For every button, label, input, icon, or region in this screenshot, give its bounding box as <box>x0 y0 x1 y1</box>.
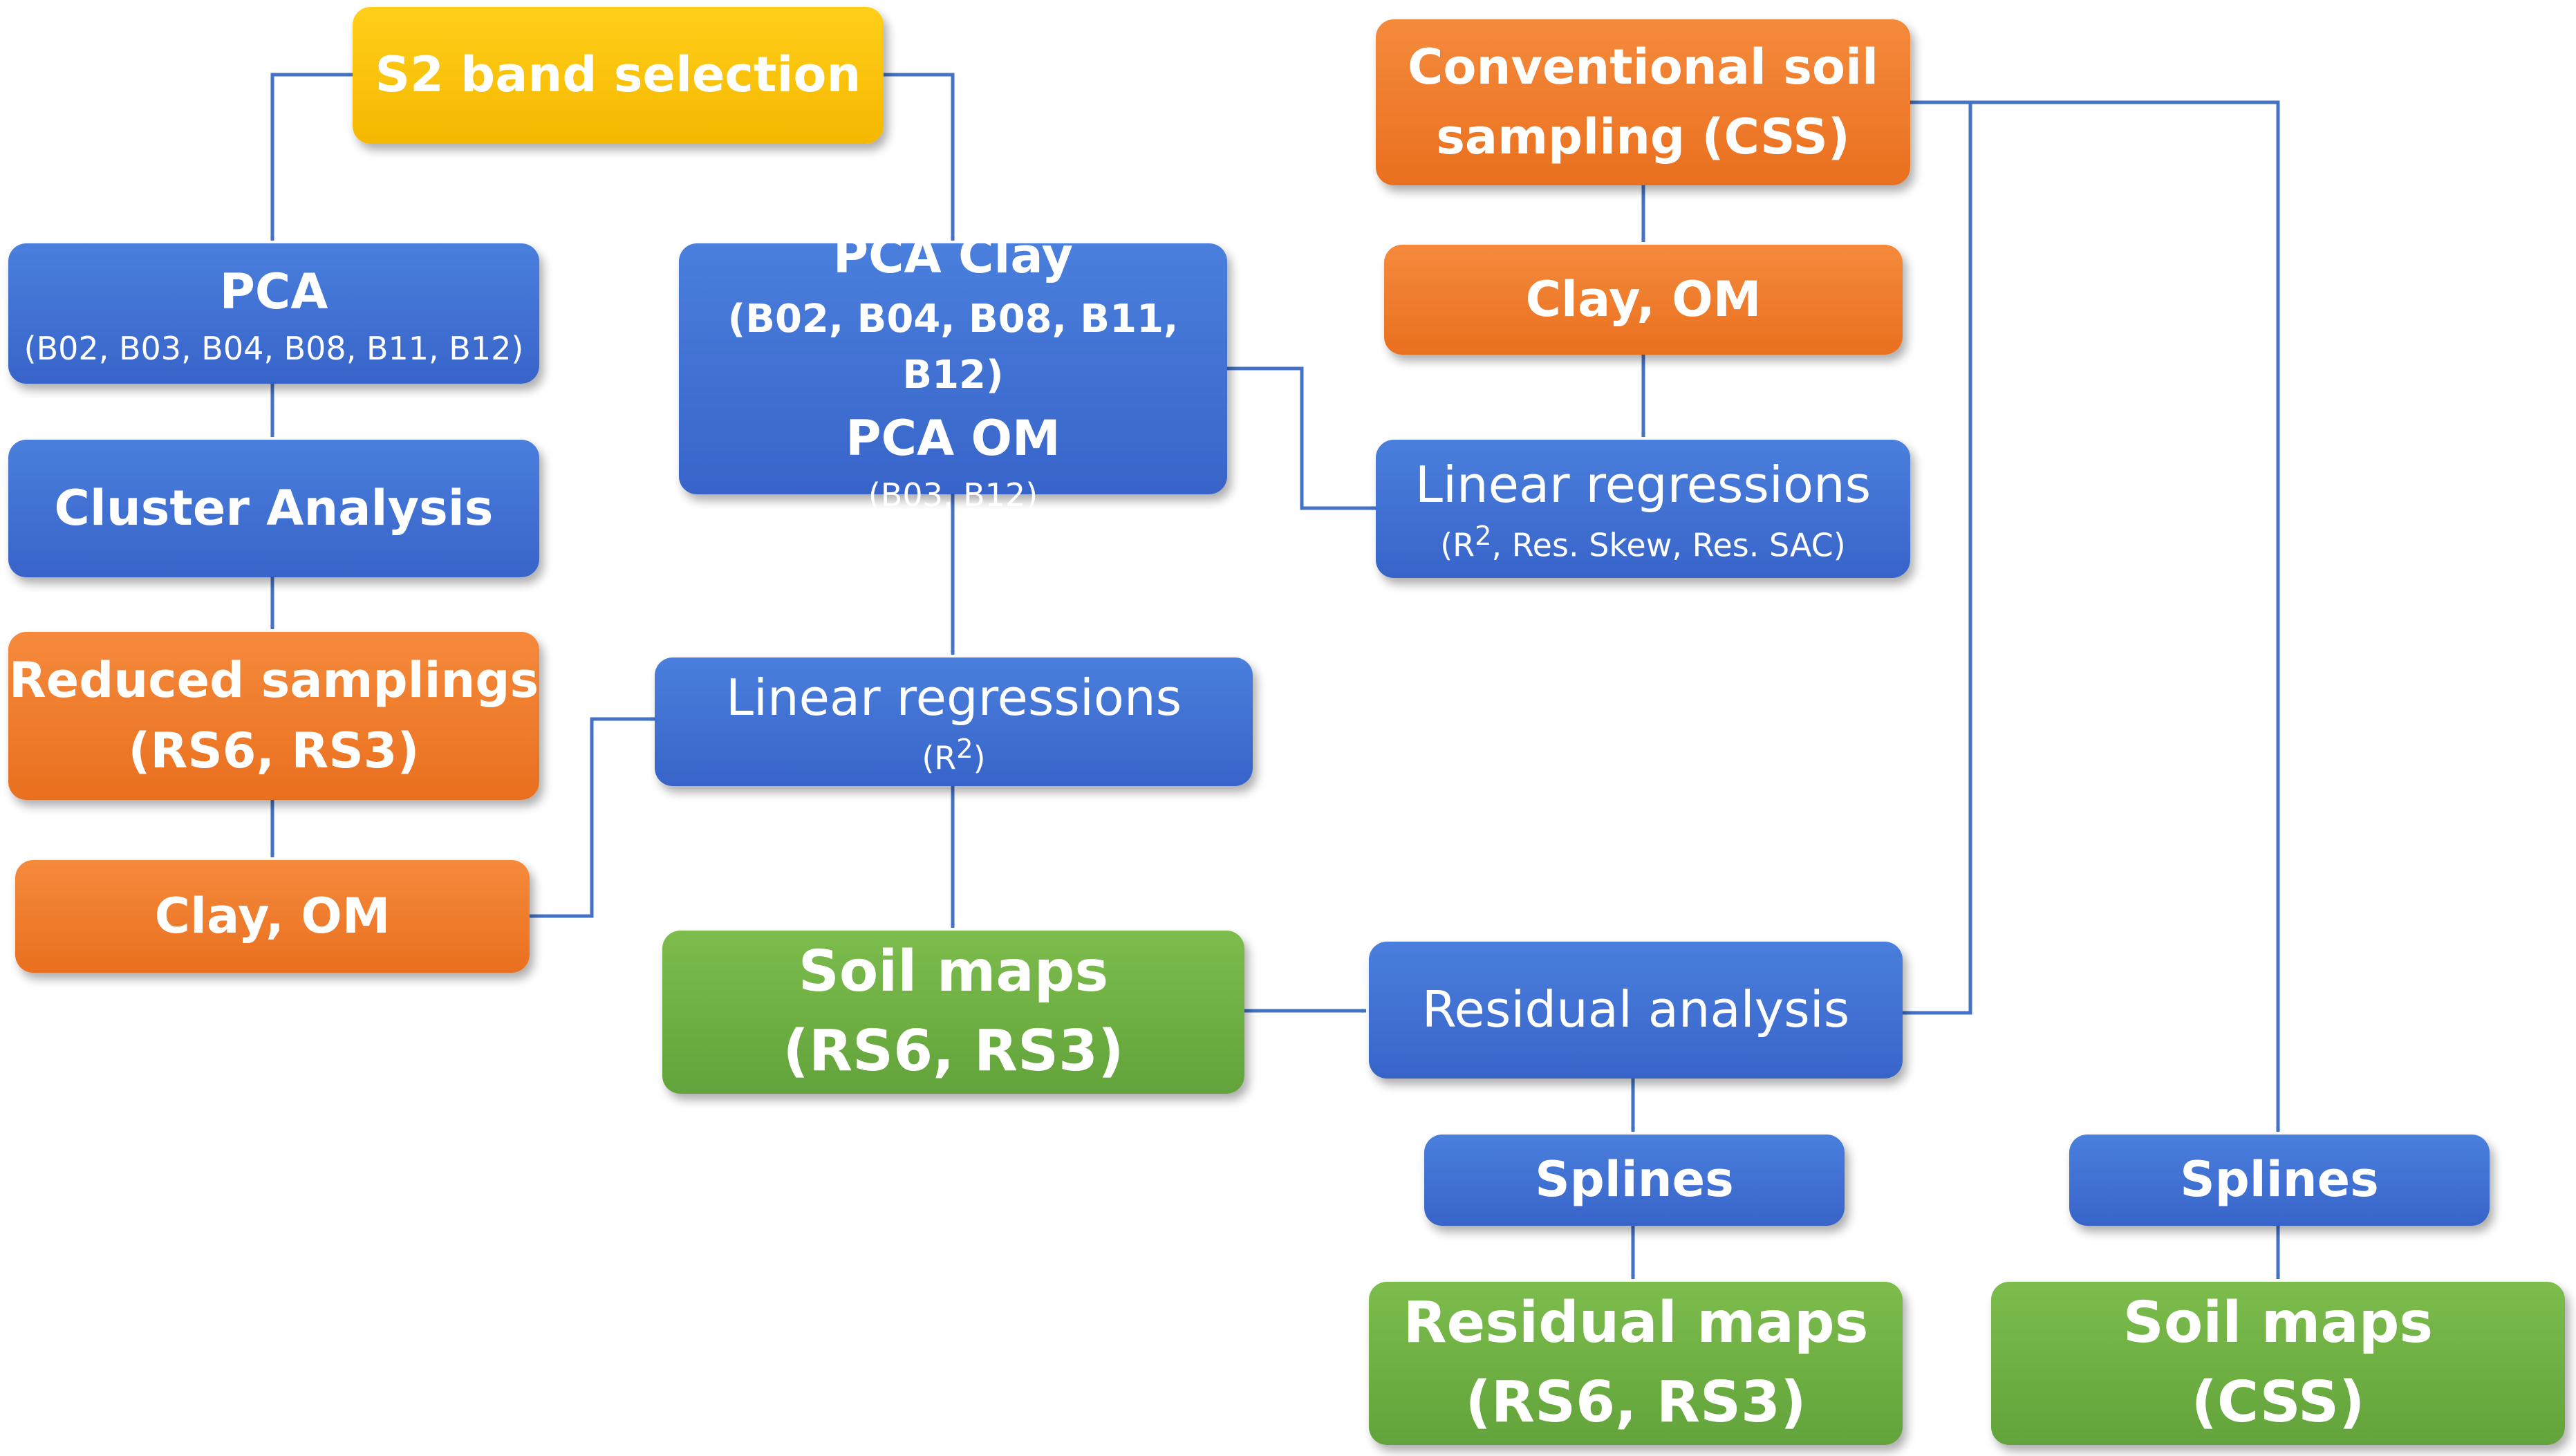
soil-maps-rs-line2: (RS6, RS3) <box>783 1018 1124 1084</box>
s2-band-selection-box: S2 band selection <box>353 7 884 144</box>
soil-maps-rs-line1: Soil maps <box>798 939 1109 1005</box>
residual-analysis-box: Residual analysis <box>1369 942 1903 1079</box>
linear-regressions-right-title: Linear regressions <box>1415 455 1872 514</box>
residual-maps-line2: (RS6, RS3) <box>1465 1370 1807 1435</box>
splines-mid-box: Splines <box>1424 1135 1845 1226</box>
pca-title: PCA <box>219 263 328 320</box>
edge-clay-om-to-linreg <box>530 717 655 918</box>
reduced-samplings-line1: Reduced samplings <box>8 652 539 709</box>
clay-om-right-box: Clay, OM <box>1384 245 1903 355</box>
reduced-samplings-line2: (RS6, RS3) <box>128 722 420 779</box>
css-line2: sampling (CSS) <box>1436 109 1850 165</box>
metric-base: (R <box>922 739 957 777</box>
metric-superscript: 2 <box>1475 520 1492 552</box>
residual-analysis-label: Residual analysis <box>1421 980 1850 1039</box>
cluster-analysis-box: Cluster Analysis <box>8 440 539 577</box>
linear-regressions-mid-title: Linear regressions <box>725 668 1182 727</box>
clay-om-left-label: Clay, OM <box>154 887 391 944</box>
splines-mid-label: Splines <box>1535 1151 1734 1208</box>
edge-s2-to-pca <box>270 73 353 241</box>
edge-pca-clay-to-linreg-right <box>1227 366 1376 510</box>
linear-regressions-right-metrics: (R2, Res. Skew, Res. SAC) <box>1440 519 1846 566</box>
edge-css-to-splines-right <box>1910 100 2280 1132</box>
metric-end: ) <box>973 739 986 777</box>
metric-base: (R <box>1440 526 1475 564</box>
linear-regressions-mid-box: Linear regressions (R2) <box>655 657 1253 786</box>
linear-regressions-mid-metric: (R2) <box>922 731 985 779</box>
pca-bands: (B02, B03, B04, B08, B11, B12) <box>24 330 524 368</box>
soil-maps-rs-box: Soil maps (RS6, RS3) <box>662 931 1244 1094</box>
edge-s2-to-pca-clay <box>884 73 955 241</box>
residual-maps-line1: Residual maps <box>1403 1290 1869 1356</box>
metric-superscript: 2 <box>956 733 973 765</box>
pca-om-bands: (B03, B12) <box>868 476 1038 514</box>
soil-maps-css-box: Soil maps (CSS) <box>1991 1282 2565 1445</box>
metric-end: , Res. Skew, Res. SAC) <box>1491 526 1846 564</box>
reduced-samplings-box: Reduced samplings (RS6, RS3) <box>8 632 539 800</box>
css-line1: Conventional soil <box>1408 38 1878 95</box>
conventional-soil-sampling-box: Conventional soil sampling (CSS) <box>1376 19 1910 185</box>
edge-css-to-residual <box>1902 100 1972 1015</box>
splines-right-label: Splines <box>2180 1151 2379 1208</box>
linear-regressions-right-box: Linear regressions (R2, Res. Skew, Res. … <box>1376 440 1910 578</box>
pca-clay-title: PCA Clay <box>832 227 1074 284</box>
soil-maps-css-line2: (CSS) <box>2191 1370 2365 1435</box>
s2-band-selection-label: S2 band selection <box>375 46 861 104</box>
splines-right-box: Splines <box>2069 1135 2490 1226</box>
clay-om-left-box: Clay, OM <box>15 860 530 973</box>
residual-maps-box: Residual maps (RS6, RS3) <box>1369 1282 1903 1445</box>
pca-clay-om-box: PCA Clay (B02, B04, B08, B11, B12) PCA O… <box>679 227 1227 514</box>
clay-om-right-label: Clay, OM <box>1525 270 1762 328</box>
pca-om-title: PCA OM <box>846 409 1061 467</box>
pca-clay-bands: (B02, B04, B08, B11, B12) <box>727 297 1179 398</box>
pca-box: PCA (B02, B03, B04, B08, B11, B12) <box>8 243 539 384</box>
cluster-analysis-label: Cluster Analysis <box>54 479 494 536</box>
soil-maps-css-line1: Soil maps <box>2122 1290 2434 1356</box>
